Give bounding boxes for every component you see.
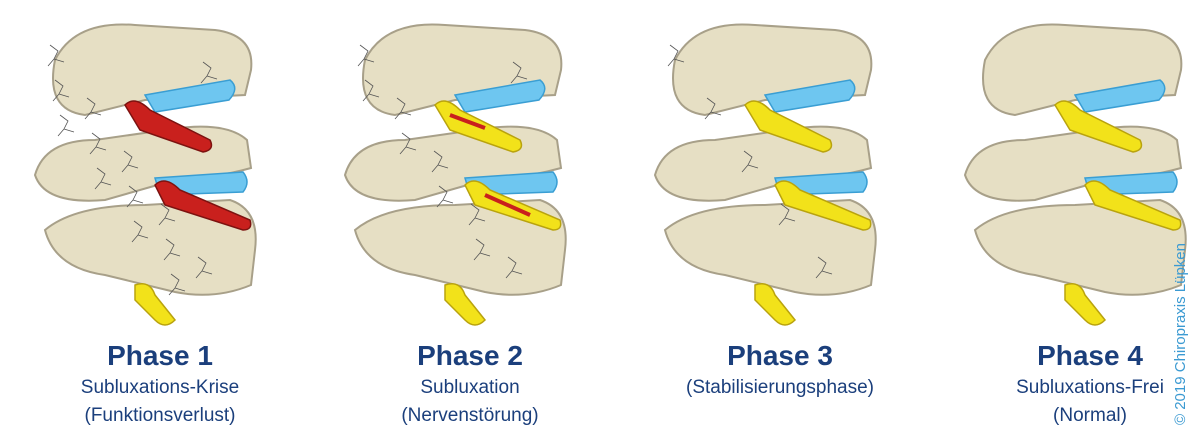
bone-cracks (357, 44, 528, 279)
phase-panel-4: Phase 4 Subluxations-Frei (Normal) (945, 0, 1200, 435)
upper-nerve (744, 100, 833, 153)
upper-disc (143, 79, 236, 113)
phase-description: Subluxation (420, 377, 520, 398)
upper-disc (1073, 79, 1166, 113)
spine-illustration-4 (963, 23, 1187, 326)
phase-description: Subluxations-Krise (80, 377, 240, 398)
middle-nerve-irritation (484, 193, 531, 217)
phase-description: Subluxations-Frei (1016, 377, 1164, 398)
spine-illustration-3 (653, 23, 877, 326)
lower-nerve (444, 283, 487, 326)
middle-nerve (774, 180, 872, 231)
lower-nerve (754, 283, 797, 326)
spine-illustration-1 (33, 23, 257, 326)
lower-nerve (134, 283, 177, 326)
upper-disc (763, 79, 856, 113)
phase-title: Phase 3 (727, 340, 833, 371)
phase-subdescription: (Funktionsverlust) (84, 405, 236, 426)
lower-vertebra (973, 198, 1187, 296)
middle-nerve (154, 180, 252, 231)
phase-panel-2: Phase 2 Subluxation (Nervenstörung) (325, 0, 615, 435)
phase-title: Phase 2 (417, 340, 523, 371)
phase-title: Phase 4 (1037, 340, 1143, 371)
bone-cracks (47, 44, 218, 296)
upper-nerve-irritation (449, 113, 486, 130)
copyright-text: © 2019 Chiropraxis Lüpken (1172, 243, 1189, 425)
upper-nerve (1054, 100, 1143, 153)
phase-description: (Stabilisierungsphase) (686, 377, 874, 398)
phase-panel-3: Phase 3 (Stabilisierungsphase) (635, 0, 925, 435)
phase-subdescription: (Nervenstörung) (401, 405, 539, 426)
phase-title: Phase 1 (107, 340, 213, 371)
phase-panel-1: Phase 1 Subluxations-Krise (Funktionsverlu… (15, 0, 305, 435)
bone-cracks (667, 44, 833, 279)
lower-nerve (1064, 283, 1107, 326)
upper-disc (453, 79, 546, 113)
middle-nerve (1084, 180, 1182, 231)
spine-illustration-2 (343, 23, 567, 326)
upper-nerve (124, 100, 213, 153)
phase-subdescription: (Normal) (1053, 405, 1127, 426)
